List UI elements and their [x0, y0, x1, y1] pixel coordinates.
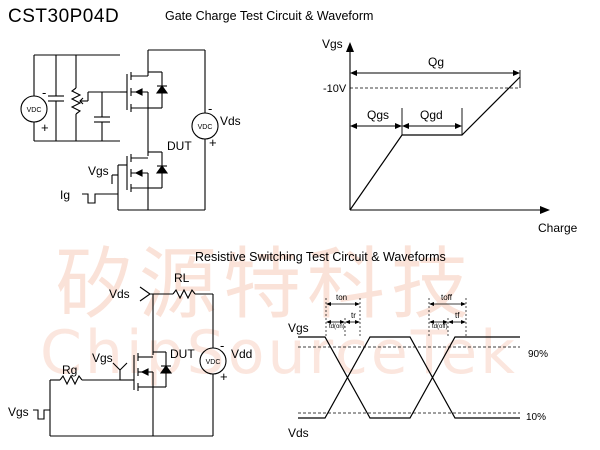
vgs-probe-label: Vgs: [92, 351, 113, 365]
vgs-input-label: Vgs: [8, 405, 29, 419]
gate-charge-curve: [349, 76, 521, 211]
vds-trace-label: Vds: [288, 426, 309, 440]
load-resistor: [172, 288, 196, 300]
qgs-label: Qgs: [367, 108, 389, 122]
t-r-label: tr: [351, 311, 356, 320]
vdc-source-left: [20, 95, 48, 123]
part-number: CST30P04D: [8, 6, 120, 27]
vgs-axis-label: Vgs: [322, 37, 343, 51]
t-off-label: toff: [441, 293, 453, 302]
level-label: -10V: [323, 83, 347, 95]
qgd-label: Qgd: [420, 108, 443, 122]
rg-label: Rg: [62, 363, 77, 377]
vdc-left-minus: -: [42, 85, 46, 100]
t-on-label: ton: [336, 293, 347, 302]
vdd-minus: -: [220, 338, 224, 353]
qg-label: Qg: [428, 55, 444, 69]
vds-waveform: [298, 336, 520, 419]
vds-plus: +: [209, 135, 217, 150]
vdc-left-label: VDC: [27, 107, 42, 114]
t-doff-label: td(off): [432, 324, 448, 330]
t-don-label: td(on): [329, 324, 345, 330]
gate-charge-title: Gate Charge Test Circuit & Waveform: [165, 9, 374, 23]
ig-pulse: [82, 193, 101, 204]
dut-label-bottom: DUT: [170, 347, 195, 361]
vdd-source-label: VDC: [206, 359, 221, 366]
dut-label-top: DUT: [167, 139, 192, 153]
t-f-label: tf: [455, 311, 460, 320]
upper-mosfet: [120, 50, 169, 120]
rl-label: RL: [174, 271, 190, 285]
vdd-plus: +: [220, 369, 228, 384]
pct-10-label: 10%: [526, 412, 546, 423]
vdc-right-label: VDC: [198, 124, 213, 131]
vds-terminal-label: Vds: [109, 287, 130, 301]
vds-label-top: Vds: [220, 114, 241, 128]
vdc-left-plus: +: [41, 120, 49, 135]
vdd-label: Vdd: [231, 347, 252, 361]
gate-resistor: [59, 374, 83, 386]
dut-mosfet-top: [126, 120, 169, 210]
dut-mosfet-bottom: [133, 351, 173, 436]
vds-minus: -: [208, 101, 212, 116]
ig-label: Ig: [60, 188, 70, 202]
vgs-trace-label: Vgs: [288, 321, 309, 335]
watermark-english: ChipSourceTek: [40, 318, 518, 388]
vgs-waveform: [298, 336, 520, 419]
charge-axis-label: Charge: [538, 221, 578, 235]
vgs-input-pulse: [33, 409, 50, 420]
switching-title: Resistive Switching Test Circuit & Wavef…: [195, 250, 446, 264]
pct-90-label: 90%: [528, 349, 548, 360]
watermark-chinese: 矽源特科技: [55, 240, 476, 330]
vgs-label-top: Vgs: [88, 164, 109, 178]
